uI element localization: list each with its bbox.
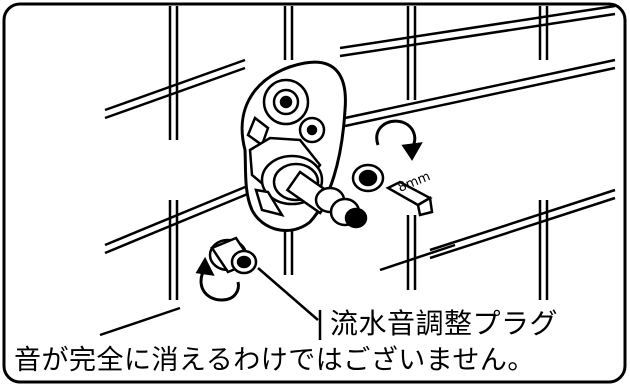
flow-plug-top bbox=[351, 163, 385, 193]
notice-text: 音が完全に消えるわけではございません。 bbox=[14, 345, 535, 376]
valve-body bbox=[246, 78, 368, 229]
hex-wrench bbox=[385, 180, 434, 217]
tile-grid bbox=[99, 4, 616, 340]
frame-border bbox=[2, 2, 627, 384]
callout-line bbox=[257, 267, 319, 321]
rotate-arrow-icon bbox=[375, 119, 423, 161]
flow-plug-removed bbox=[208, 236, 258, 275]
rotate-arrow-icon-2 bbox=[195, 256, 240, 302]
callout-label: 流水音調整プラグ bbox=[330, 307, 559, 340]
